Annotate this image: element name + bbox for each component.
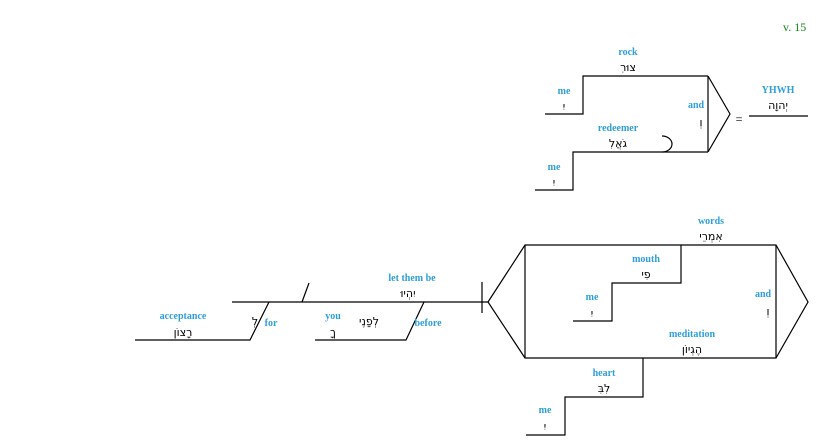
hebrew-me-redeemer: יִ [553,176,555,189]
equals-sign: = [736,112,743,126]
hebrew-meditation: הֶגְיוֹן [682,343,702,356]
redeemer-stair-line [535,151,708,191]
verse-label: v. 15 [783,20,806,34]
gloss-me-rock: me [558,86,571,97]
hebrew-mouth: פִי [641,268,650,281]
hebrew-for: לְ [252,315,258,328]
hebrew-words: אִמְרֵי [699,230,723,243]
hebrew-let-them-be: יִהְיוּ [400,287,415,300]
hebrew-before: לְפָנֶי [359,315,379,328]
redeemer-arc [661,135,673,153]
hebrew-heart: לִבִּ [598,382,611,395]
mouth-stair-line [573,245,682,322]
heart-stair-line [526,358,644,436]
gloss-heart: heart [593,368,616,379]
gloss-rock: rock [618,47,638,58]
gloss-you: you [325,311,341,322]
gloss-and-top: and [688,100,705,111]
gloss-and-bottom: and [755,289,772,300]
gloss-mouth: mouth [632,254,660,265]
gloss-before: before [414,318,442,329]
gloss-redeemer: redeemer [598,123,639,134]
rock-stair-line [545,75,708,115]
gloss-words: words [698,216,724,227]
gloss-me-mouth: me [586,292,599,303]
hebrew-rock: צוּרִ [620,61,636,74]
gloss-for: for [265,318,278,329]
gloss-let-them-be: let them be [388,273,436,284]
gloss-me-heart: me [539,405,552,416]
hebrew-yhwh: יְהוָה [768,99,788,112]
bottom-clause: words אִמְרֵי mouth פִי me יִ and וְ med… [135,216,809,436]
gloss-me-redeemer: me [548,162,561,173]
hebrew-redeemer: גֹאֲלִ [609,137,628,150]
hebrew-and-top: וְ [700,116,703,129]
hebrew-me-rock: יִ [563,100,565,113]
hebrew-and-bottom: וְ [767,305,770,318]
for-modifier-line [135,301,270,341]
hebrew-me-mouth: יִ [591,307,593,320]
hebrew-acceptance: רָצוֹן [174,326,193,339]
and-top-arrow [707,75,731,153]
gloss-meditation: meditation [669,329,716,340]
top-clause: rock צוּרִ me יִ redeemer גֹאֲלִ me יִ a… [535,47,808,191]
hebrew-me-heart: יִ [544,420,546,433]
gloss-acceptance: acceptance [160,311,207,322]
gloss-yhwh: YHWH [762,85,795,96]
predicate-divider [301,282,310,303]
before-modifier-line [315,301,425,341]
hebrew-you: ךָ [330,326,336,339]
